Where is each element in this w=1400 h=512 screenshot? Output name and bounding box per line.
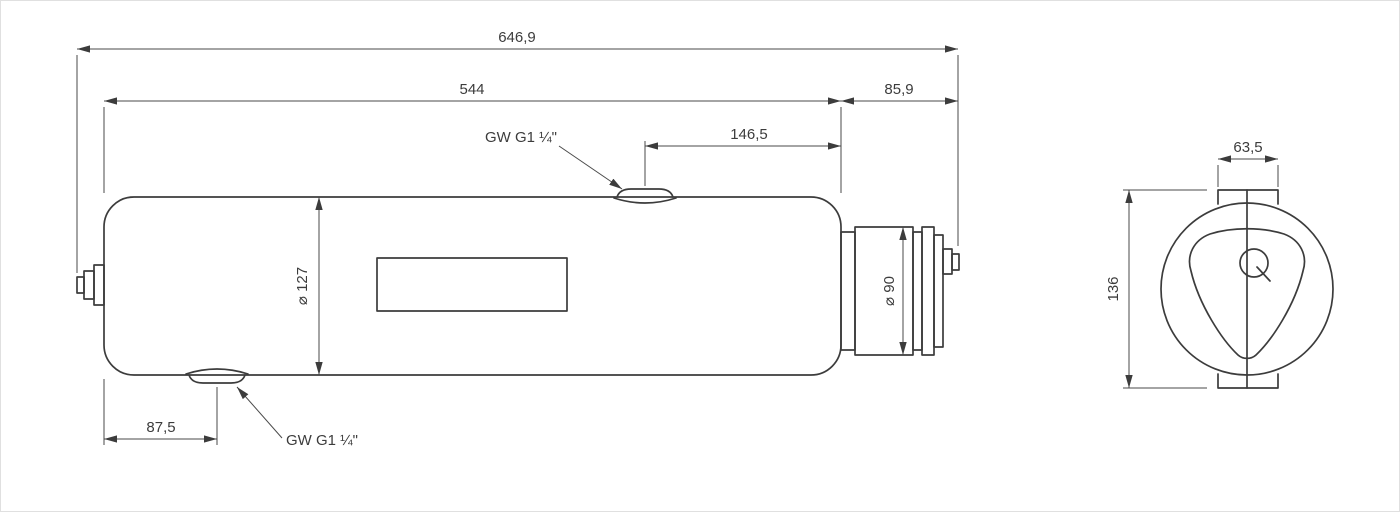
tank-body (103, 196, 842, 376)
coupling-groove-ring (912, 231, 923, 351)
top-port-boss (616, 188, 674, 198)
label-top-port-thread: GW G1 ¼" (485, 129, 623, 190)
dim-text-end-view-height: 136 (1105, 276, 1122, 301)
leader-line (236, 386, 283, 439)
dim-text-end-length: 85,9 (884, 81, 913, 98)
coupling-flange-ring (840, 231, 856, 351)
dim-coupling-diameter: ⌀ 90 (881, 227, 907, 355)
dim-bottom-port-offset: 87,5 (103, 379, 218, 445)
fitting-flange (93, 264, 105, 306)
top-port (613, 188, 677, 204)
dim-text-top-port-offset: 146,5 (730, 126, 768, 143)
dim-text-body-length: 544 (459, 81, 484, 98)
label-bottom-port-thread: GW G1 ¼" (236, 386, 358, 449)
bottom-port-thread-label: GW G1 ¼" (286, 432, 358, 449)
fitting-tip (76, 276, 85, 294)
leader-line (558, 145, 623, 190)
dim-top-port-offset: 146,5 (644, 126, 841, 186)
end-view-top-tab (1217, 189, 1279, 205)
dim-body-length: 544 (103, 81, 842, 193)
side-view (76, 188, 960, 384)
coupling-end-cap (933, 234, 944, 348)
end-view-port-circle (1239, 248, 1269, 278)
bottom-port (185, 368, 249, 384)
coupling-outer-ring (921, 226, 935, 356)
end-view-bottom-tab (1217, 373, 1279, 389)
dim-body-diameter: ⌀ 127 (294, 197, 323, 375)
label-plate (376, 257, 568, 312)
dim-text-end-view-width: 63,5 (1233, 139, 1262, 156)
right-coupling (840, 226, 960, 356)
left-drain-fitting (76, 264, 105, 306)
right-stub-base (942, 248, 953, 275)
end-view-port-tick (1256, 266, 1271, 282)
bottom-port-boss (188, 374, 246, 384)
top-port-thread-label: GW G1 ¼" (485, 129, 557, 146)
end-view-inner-profile (1188, 227, 1306, 360)
dim-overall-length: 646,9 (76, 29, 959, 273)
bottom-port-opening-arc (185, 368, 249, 375)
top-port-opening-arc (613, 197, 677, 204)
dim-text-overall-length: 646,9 (498, 29, 536, 46)
dim-end-view-height: 136 (1105, 189, 1207, 389)
dim-text-bottom-port-offset: 87,5 (146, 419, 175, 436)
dim-end-view-width: 63,5 (1217, 139, 1279, 187)
dim-text-coupling-diameter: ⌀ 90 (881, 276, 898, 306)
dim-end-length: 85,9 (841, 81, 958, 105)
end-view (1160, 189, 1334, 389)
fitting-body (83, 270, 95, 300)
right-stub-tip (951, 253, 960, 271)
dim-text-body-diameter: ⌀ 127 (294, 267, 311, 305)
